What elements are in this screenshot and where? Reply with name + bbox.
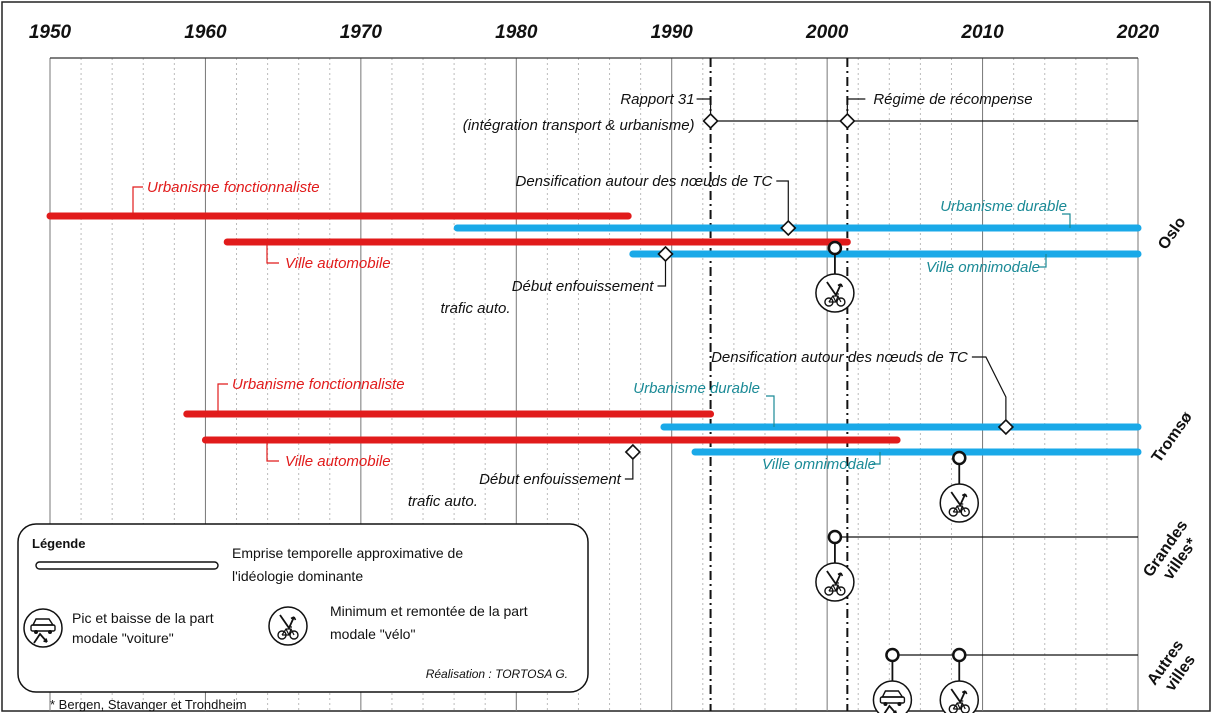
ideology-leader xyxy=(872,452,881,465)
city-events: Densification autour des nœuds de TC Débu… xyxy=(408,173,1015,510)
event-diamond-icon xyxy=(657,245,674,263)
year-tick-label: 1960 xyxy=(184,22,227,43)
policy-events: Rapport 31 (intégration transport & urban… xyxy=(463,58,1138,711)
legend-bike-text-1: Minimum et remontée de la part xyxy=(330,603,528,619)
legend-bike-text-2: modale "vélo" xyxy=(330,626,415,642)
marker-circle-icon xyxy=(827,529,843,545)
event-diamond-icon xyxy=(624,443,641,461)
event-diamond-icon xyxy=(780,219,797,237)
year-tick-label: 1980 xyxy=(495,22,538,43)
ideology-label: Urbanisme fonctionnaliste xyxy=(232,376,405,393)
city-label: Tromsø xyxy=(1149,409,1196,466)
year-tick-label: 1990 xyxy=(651,22,694,43)
event-diamond-icon xyxy=(997,418,1015,436)
event-leader xyxy=(776,180,789,228)
year-tick-label: 2000 xyxy=(805,22,849,43)
event-diamond-icon xyxy=(702,112,719,130)
legend-bike-icon xyxy=(268,606,308,646)
ideology-leader xyxy=(217,383,228,414)
ideology-label: Urbanisme durable xyxy=(940,198,1067,215)
ideology-label: Ville omnimodale xyxy=(762,456,876,473)
ideology-leader xyxy=(1062,213,1071,228)
city-label: Grandesvilles* xyxy=(1140,517,1206,590)
policy-label: (intégration transport & urbanisme) xyxy=(463,117,695,134)
ideology-label: Ville automobile xyxy=(285,255,391,272)
legend-car-text-1: Pic et baisse de la part xyxy=(72,610,214,626)
event-leader xyxy=(971,356,1007,427)
legend-title: Légende xyxy=(32,536,85,551)
city-label-line: Oslo xyxy=(1155,214,1189,253)
marker-circle-icon xyxy=(952,647,967,663)
year-tick-label: 1970 xyxy=(340,22,383,43)
ideology-leader xyxy=(1038,254,1047,268)
ideology-leader xyxy=(266,242,279,264)
year-tick-label: 1950 xyxy=(29,22,72,43)
event-label: trafic auto. xyxy=(408,493,478,510)
year-tick-label: 2010 xyxy=(960,22,1004,43)
event-label: Début enfouissement xyxy=(512,278,655,295)
ideology-leader xyxy=(132,186,143,216)
legend-bar-text-2: l'idéologie dominante xyxy=(232,568,363,584)
event-label: Densification autour des nœuds de TC xyxy=(711,349,968,366)
city-label: Autresvilles xyxy=(1144,637,1202,699)
year-axis: 1950 1960 1970 1980 1990 2000 2010 2020 xyxy=(29,22,1160,59)
bike-minimum-badge xyxy=(939,680,980,713)
marker-circle-icon xyxy=(885,647,900,663)
legend-car-text-2: modale "voiture" xyxy=(72,630,174,646)
legend-car-icon xyxy=(23,608,63,648)
marker-circle-icon xyxy=(827,240,843,256)
legend-bar-icon xyxy=(35,561,219,570)
event-label: Densification autour des nœuds de TC xyxy=(515,173,772,190)
ideology-label: Ville automobile xyxy=(285,453,391,470)
legend-credit: Réalisation : TORTOSA G. xyxy=(426,667,568,681)
event-diamond-icon xyxy=(839,112,856,130)
city-label: Oslo xyxy=(1155,214,1189,253)
ideology-leader xyxy=(766,395,775,427)
legend-bar-text-1: Emprise temporelle approximative de xyxy=(232,545,463,561)
marker-circle-icon xyxy=(952,450,967,466)
city-label-line: Tromsø xyxy=(1149,409,1196,466)
ideology-label: Urbanisme fonctionnaliste xyxy=(147,179,320,196)
ideology-label: Ville omnimodale xyxy=(926,259,1040,276)
footnote: * Bergen, Stavanger et Trondheim xyxy=(50,697,247,712)
policy-label: Rapport 31 xyxy=(620,91,694,108)
legend-box: Légende Emprise temporelle approximative… xyxy=(17,523,589,693)
year-tick-label: 2020 xyxy=(1116,22,1160,43)
ideology-leader xyxy=(266,440,279,462)
modal-markers xyxy=(815,240,1138,713)
policy-label: Régime de récompense xyxy=(873,91,1032,108)
year-grid xyxy=(49,58,1139,711)
ideology-label: Urbanisme durable xyxy=(633,380,760,397)
event-label: trafic auto. xyxy=(440,300,510,317)
event-label: Début enfouissement xyxy=(479,471,622,488)
